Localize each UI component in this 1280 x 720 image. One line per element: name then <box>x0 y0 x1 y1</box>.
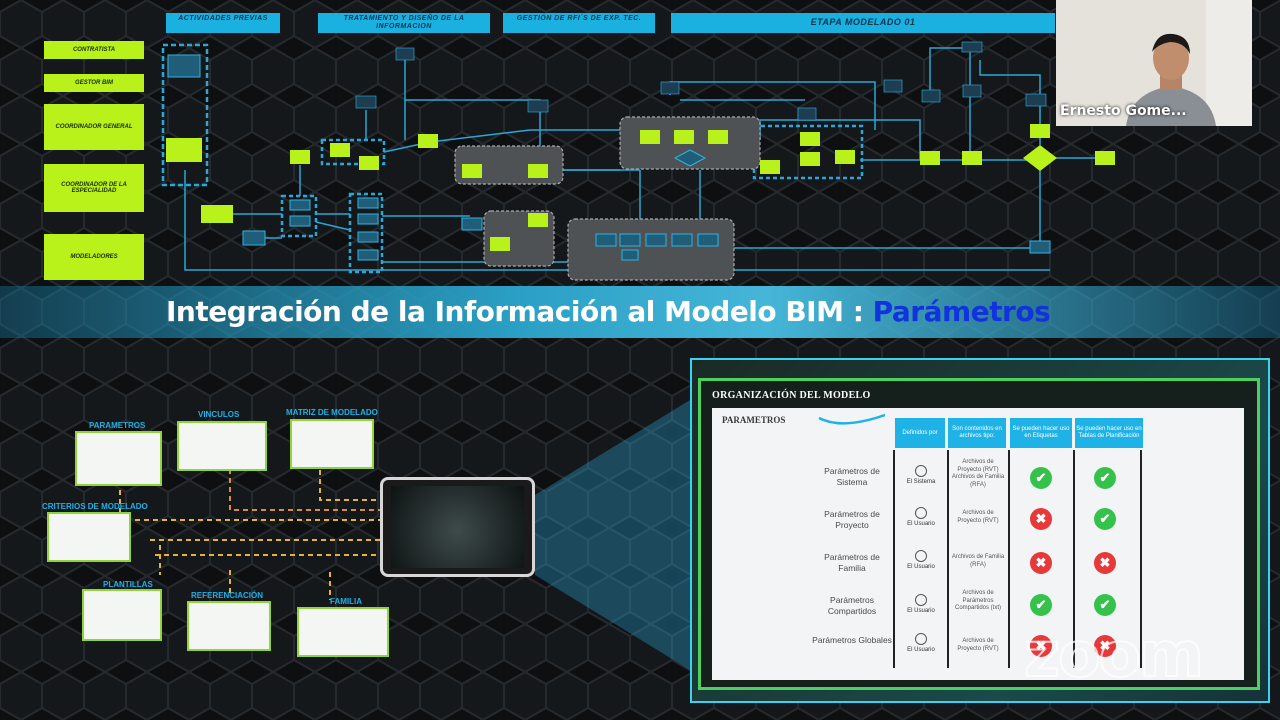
phase-tratamiento: TRATAMIENTO Y DISEÑO DE LA INFORMACION <box>318 13 490 33</box>
cross-icon: ✖ <box>1030 552 1052 574</box>
row-label-sistema: Parámetros de Sistema <box>824 466 880 487</box>
thumb-label-matriz: MATRIZ DE MODELADO <box>286 408 378 417</box>
thumb-plantillas[interactable] <box>82 589 162 641</box>
thumb-label-vinculos: VINCULOS <box>198 410 240 419</box>
banner-title-text: Integración de la Información al Modelo … <box>166 295 873 328</box>
cross-icon: ✖ <box>1030 508 1052 530</box>
thumb-matriz-modelado[interactable] <box>290 419 374 469</box>
cross-icon: ✖ <box>1030 635 1052 657</box>
user-icon <box>915 550 927 562</box>
swoosh-icon <box>818 413 886 425</box>
phase-etapa-modelado: ETAPA MODELADO 01 <box>671 13 1055 33</box>
panel-title: ORGANIZACIÓN DEL MODELO <box>712 390 871 401</box>
thumb-referenciacion[interactable] <box>187 601 271 651</box>
column-divider <box>893 450 895 668</box>
column-divider <box>1008 450 1010 668</box>
check-icon: ✔ <box>1030 594 1052 616</box>
thumb-label-criterios: CRITERIOS DE MODELADO <box>42 502 148 511</box>
row-label-familia: Parámetros de Familia <box>824 552 880 573</box>
col-archivos: Son contenidos en archivos tipo: <box>948 418 1006 448</box>
thumb-criterios-modelado[interactable] <box>47 512 131 562</box>
banner-title-accent: Parámetros <box>872 295 1051 328</box>
row-label-globales: Parámetros Globales <box>812 635 892 645</box>
role-coordinador-general: COORDINADOR GENERAL <box>44 104 144 150</box>
participant-name: Ernesto Gome... <box>1060 103 1187 119</box>
cross-icon: ✖ <box>1094 552 1116 574</box>
column-divider <box>1140 450 1142 668</box>
column-divider <box>947 450 949 668</box>
zoom-watermark: zoom <box>1023 617 1205 692</box>
row-files-sistema: Archivos de Proyecto (RVT) Archivos de F… <box>951 459 1005 488</box>
user-icon <box>915 507 927 519</box>
row-who-sistema: El Sistema <box>897 465 945 485</box>
who-label: El Usuario <box>907 564 935 570</box>
tablet-device <box>380 477 535 577</box>
thumb-familia[interactable] <box>297 607 389 657</box>
phase-actividades-previas: ACTIVIDADES PREVIAS <box>166 13 280 33</box>
who-label: El Usuario <box>907 521 935 527</box>
thumb-label-referenciacion: REFERENCIACIÓN <box>191 591 264 600</box>
col-tablas: Se pueden hacer uso en Tablas de Planifi… <box>1075 418 1143 448</box>
cross-icon: ✖ <box>1094 635 1116 657</box>
tablet-screen <box>391 486 524 568</box>
gear-icon <box>915 465 927 477</box>
row-who-proyecto: El Usuario <box>897 507 945 527</box>
user-icon <box>915 594 927 606</box>
parametros-title: PARAMETROS <box>722 415 786 425</box>
row-label-compartidos: Parámetros Compartidos <box>827 595 877 616</box>
who-label: El Usuario <box>907 647 935 653</box>
participant-avatar <box>1056 0 1252 126</box>
row-who-globales: El Usuario <box>897 633 945 653</box>
role-modeladores: MODELADORES <box>44 234 144 280</box>
row-files-proyecto: Archivos de Proyecto (RVT) <box>957 510 999 524</box>
role-coordinador-especialidad: COORDINADOR DE LA ESPECIALIDAD <box>44 164 144 212</box>
col-etiquetas: Se pueden hacer uso en Etiquetas <box>1010 418 1072 448</box>
row-who-compartidos: El Usuario <box>897 594 945 614</box>
role-contratista: CONTRATISTA <box>44 41 144 59</box>
thumb-vinculos[interactable] <box>177 421 267 471</box>
banner-title: Integración de la Información al Modelo … <box>166 295 1051 328</box>
col-definidos-por: Definidos por <box>895 418 945 448</box>
check-icon: ✔ <box>1094 467 1116 489</box>
row-label-proyecto: Parámetros de Proyecto <box>824 509 880 530</box>
row-who-familia: El Usuario <box>897 550 945 570</box>
row-files-familia: Archivos de Familia (RFA) <box>951 554 1005 568</box>
phase-gestion-rfi: GESTIÓN DE RFI´S DE EXP. TEC. <box>503 13 655 33</box>
check-icon: ✔ <box>1094 594 1116 616</box>
column-divider <box>1073 450 1075 668</box>
title-banner <box>0 286 1280 338</box>
check-icon: ✔ <box>1030 467 1052 489</box>
who-label: El Usuario <box>907 608 935 614</box>
check-icon: ✔ <box>1094 508 1116 530</box>
row-files-compartidos: Archivos de Parámetros Compartidos (txt) <box>954 590 1001 611</box>
thumb-label-plantillas: PLANTILLAS <box>103 580 153 589</box>
process-flow-diagram <box>161 41 1115 281</box>
thumb-label-parametros: PARAMETROS <box>89 421 146 430</box>
thumb-label-familia: FAMILIA <box>330 597 362 606</box>
panel-card <box>712 408 1244 680</box>
thumb-parametros[interactable] <box>75 431 162 486</box>
who-label: El Sistema <box>906 479 936 485</box>
role-gestor-bim: GESTOR BIM <box>44 74 144 92</box>
row-files-globales: Archivos de Proyecto (RVT) <box>957 638 999 652</box>
participant-video[interactable] <box>1056 0 1252 126</box>
user-icon <box>915 633 927 645</box>
